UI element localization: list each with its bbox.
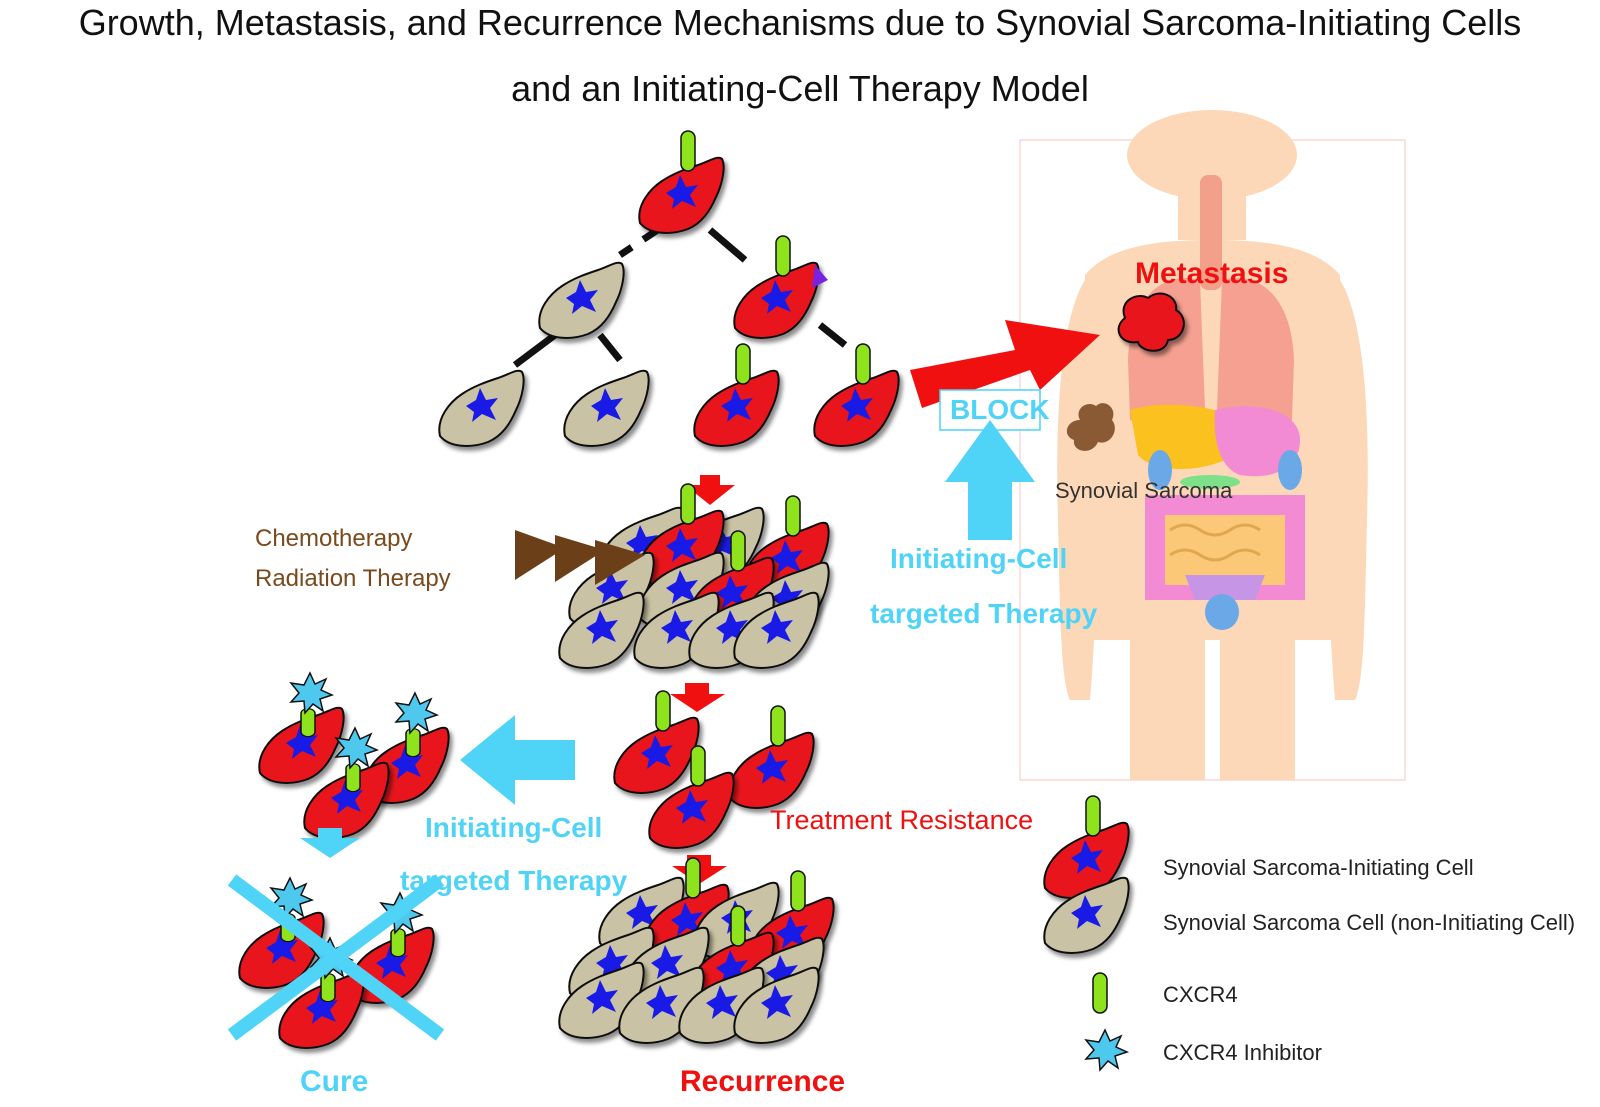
legend-label-non-initiating-cell: Synovial Sarcoma Cell (non-Initiating Ce… bbox=[1163, 910, 1576, 935]
initiating-cell bbox=[734, 236, 818, 338]
legend-label-cxcr4: CXCR4 bbox=[1163, 982, 1238, 1007]
treatment-resistance-label: Treatment Resistance bbox=[770, 805, 1034, 835]
human-body-illustration bbox=[1019, 110, 1406, 781]
primary-sarcoma-tumor bbox=[1066, 403, 1115, 451]
targeted-therapy-right-line2: targeted Therapy bbox=[870, 598, 1098, 629]
non-initiating-cell bbox=[564, 371, 648, 446]
recurrence-label: Recurrence bbox=[680, 1065, 846, 1098]
cure-label: Cure bbox=[300, 1065, 369, 1098]
targeted-therapy-left-line1: Initiating-Cell bbox=[425, 812, 603, 843]
metastasis-label: Metastasis bbox=[1135, 257, 1289, 290]
initiating-cell bbox=[694, 344, 778, 446]
chemo-arrow bbox=[515, 530, 565, 580]
cxcr4-inhibitor-icon bbox=[1085, 1029, 1128, 1071]
metastasis-tumor bbox=[1117, 292, 1185, 352]
root-initiating-cell bbox=[639, 131, 723, 233]
figure-title-line2: and an Initiating-Cell Therapy Model bbox=[511, 68, 1089, 109]
inhibited-initiating-cells bbox=[259, 673, 448, 838]
block-label: BLOCK bbox=[950, 394, 1050, 425]
legend-label-cxcr4-inhibitor: CXCR4 Inhibitor bbox=[1163, 1040, 1322, 1065]
targeted-therapy-left-arrow bbox=[460, 715, 575, 805]
initiating-cell bbox=[814, 344, 898, 446]
chemotherapy-label: Chemotherapy bbox=[255, 525, 413, 552]
cure-down-arrow bbox=[300, 838, 360, 858]
block-up-arrow bbox=[945, 420, 1035, 540]
radiation-therapy-label: Radiation Therapy bbox=[255, 565, 451, 592]
non-initiating-cell bbox=[539, 263, 623, 338]
down-arrow bbox=[685, 485, 735, 505]
down-arrow bbox=[670, 694, 725, 712]
non-initiating-cell bbox=[439, 371, 523, 446]
cell-hierarchy-tree bbox=[439, 131, 898, 446]
figure-title-line1: Growth, Metastasis, and Recurrence Mecha… bbox=[78, 2, 1522, 43]
cxcr4-icon bbox=[1092, 972, 1108, 1014]
targeted-therapy-right-line1: Initiating-Cell bbox=[890, 543, 1068, 574]
legend-label-initiating-cell: Synovial Sarcoma-Initiating Cell bbox=[1163, 855, 1474, 880]
targeted-therapy-left-line2: targeted Therapy bbox=[400, 865, 628, 896]
synovial-sarcoma-label: Synovial Sarcoma bbox=[1055, 478, 1233, 503]
metastasis-arrow bbox=[910, 320, 1100, 408]
